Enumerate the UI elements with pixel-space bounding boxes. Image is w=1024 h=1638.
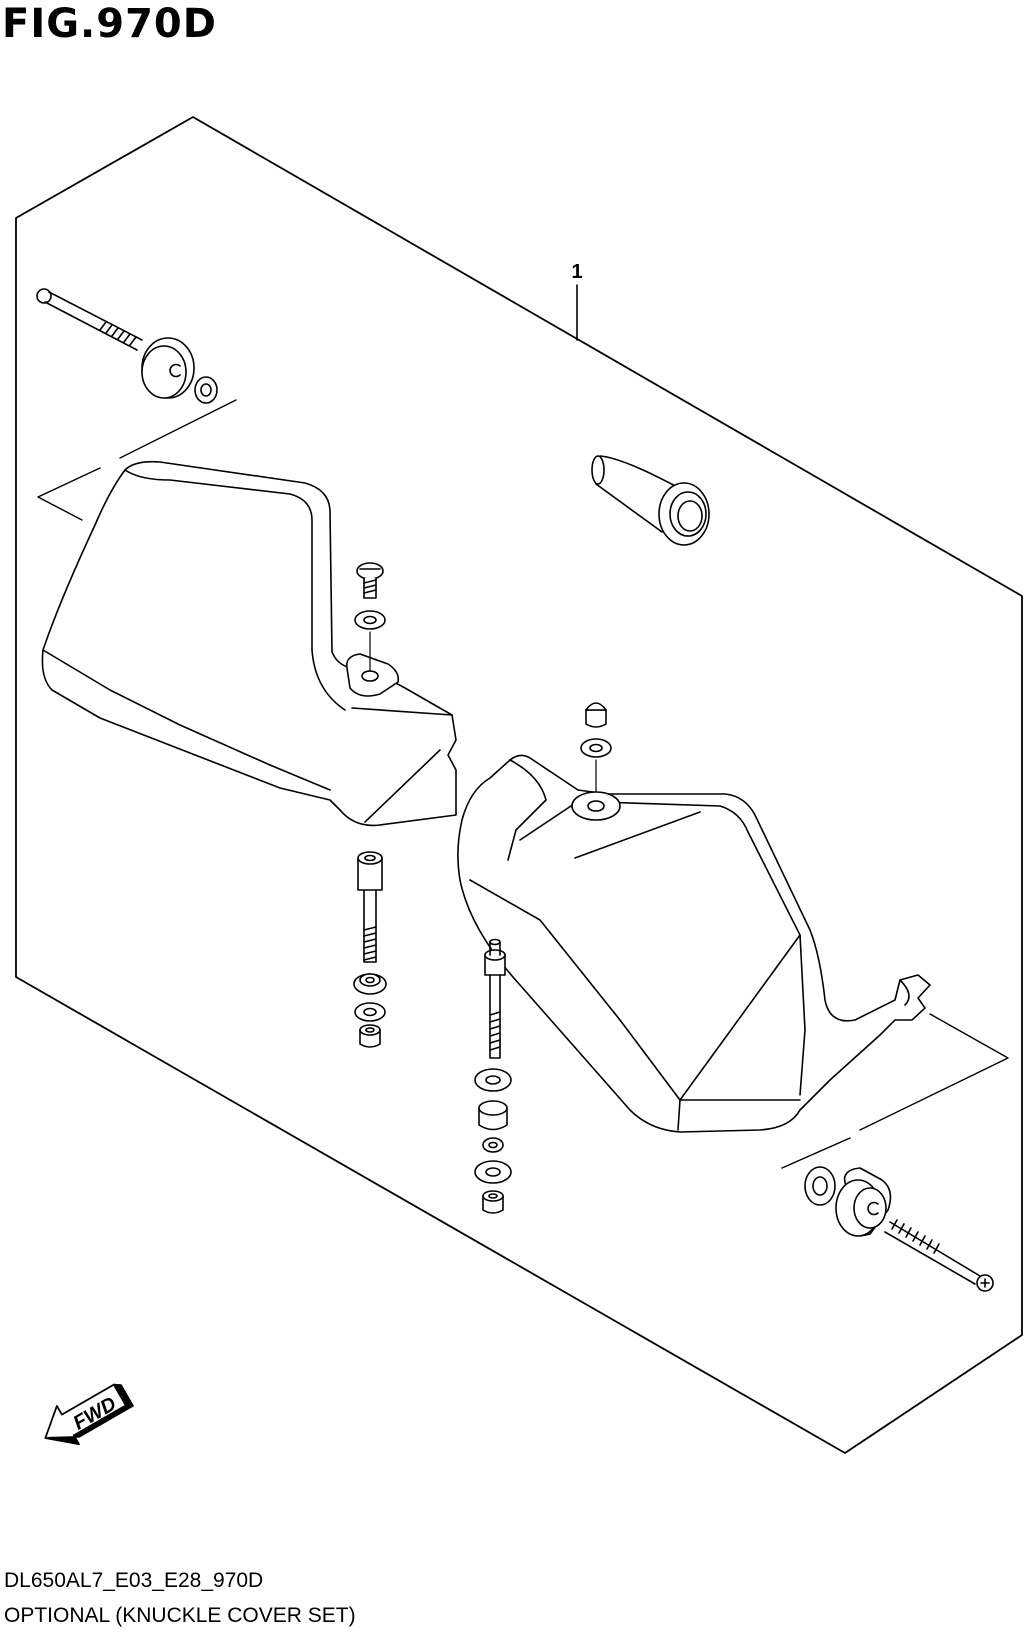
knuckle-cover-right <box>457 754 931 1133</box>
bar-end-weight-right <box>835 1167 892 1237</box>
assembly-line-right-upper <box>859 1013 1009 1131</box>
bar-end-bolt-right <box>884 1219 994 1292</box>
rubber-grommet <box>591 455 710 546</box>
spacer-bolt-left <box>357 851 383 963</box>
callout-label-1: 1 <box>571 261 582 283</box>
knuckle-cover-left <box>41 460 457 827</box>
washer-right-1 <box>474 1068 512 1092</box>
flange-nut-left <box>353 973 387 995</box>
assembly-line-right-lower <box>781 1137 851 1169</box>
diagram-code: DL650AL7_E03_E28_970D <box>4 1569 264 1592</box>
kit-boundary <box>15 116 1023 1454</box>
fwd-direction-marker <box>44 1383 134 1445</box>
collar-right <box>804 1166 836 1206</box>
washer-left-top <box>354 610 386 630</box>
screw-left-top <box>356 562 384 599</box>
assembly-line-left-upper <box>119 399 237 459</box>
nut-right-1 <box>482 1137 504 1153</box>
cap-nut-right-top <box>585 702 607 728</box>
bar-end-bolt-left <box>36 288 143 351</box>
collar-left <box>194 376 218 404</box>
washer-right-top <box>580 738 612 758</box>
stud-bolt-right <box>484 938 506 1059</box>
figure-title: FIG.970D <box>2 1 217 47</box>
spacer-right <box>478 1100 508 1131</box>
nut-left-bottom <box>359 1024 381 1048</box>
bar-end-weight-left <box>141 337 195 399</box>
assembly-line-left-lower <box>37 467 101 521</box>
diagram-description: OPTIONAL (KNUCKLE COVER SET) <box>4 1604 356 1627</box>
washer-right-2 <box>474 1160 512 1184</box>
washer-left-bottom <box>354 1002 386 1022</box>
nut-right-2 <box>482 1190 504 1214</box>
